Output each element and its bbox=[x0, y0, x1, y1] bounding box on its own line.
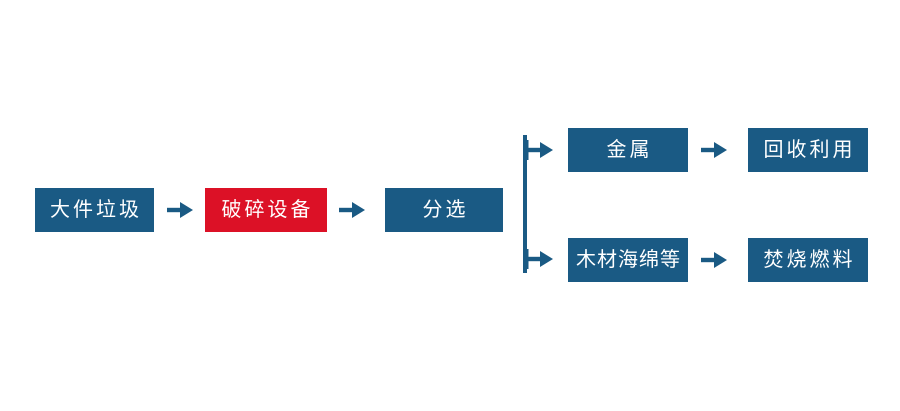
arrow-right-icon bbox=[701, 142, 727, 158]
node-incineration-fuel: 焚烧燃料 bbox=[748, 238, 868, 282]
arrow-from-bar-icon bbox=[524, 249, 553, 269]
arrow-right-icon bbox=[167, 202, 193, 218]
arrow-from-bar-icon bbox=[524, 140, 553, 160]
node-crushing-equipment: 破碎设备 bbox=[205, 188, 327, 232]
arrow-right-icon bbox=[701, 252, 727, 268]
node-sorting: 分选 bbox=[385, 188, 503, 232]
node-recycling: 回收利用 bbox=[748, 128, 868, 172]
branch-connector-line bbox=[523, 135, 527, 273]
node-wood-sponge: 木材海绵等 bbox=[568, 238, 688, 282]
node-bulky-waste: 大件垃圾 bbox=[35, 188, 154, 232]
arrow-right-icon bbox=[339, 202, 365, 218]
node-metal: 金属 bbox=[568, 128, 688, 172]
